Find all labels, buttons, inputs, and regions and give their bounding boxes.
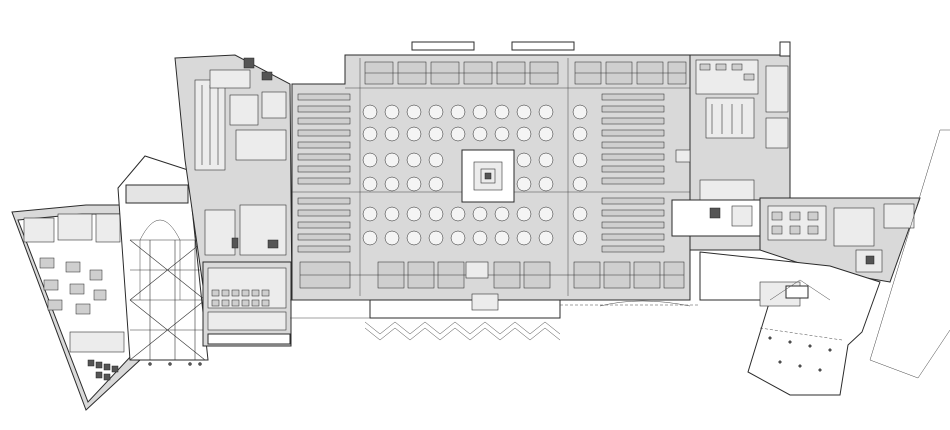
atrium-entry-markers (148, 362, 202, 366)
south-zigzag-terrace (290, 293, 700, 341)
central-round-tables (362, 104, 588, 246)
round-table-row-6 (362, 230, 588, 246)
northwest-block (174, 54, 293, 301)
west-carrels (297, 93, 351, 253)
east-offices (699, 63, 755, 81)
round-table-row-1 (362, 104, 588, 120)
southeast-terrace (599, 251, 881, 396)
east-service-core (671, 41, 791, 251)
round-table-row-4 (362, 176, 588, 192)
round-table-row-5 (362, 206, 588, 222)
east-wing (759, 129, 950, 379)
round-table-row-3 (362, 152, 588, 168)
west-wing (11, 204, 141, 411)
round-table-row-2 (362, 126, 588, 142)
nw-small-rooms (231, 57, 279, 249)
south-carrels (299, 261, 685, 289)
south-terrace-rooms (202, 261, 292, 347)
west-wing-lockers (87, 359, 119, 381)
east-carrels (601, 93, 665, 253)
atrium-cross-bracing (129, 239, 206, 361)
central-pavilion (461, 149, 515, 203)
north-carrels (364, 61, 687, 85)
east-wing-desks (771, 211, 819, 235)
terrace-column-dots (768, 336, 832, 372)
west-wing-tables (39, 257, 107, 315)
terrace-desks (211, 289, 270, 307)
entrance-atrium (117, 155, 209, 366)
